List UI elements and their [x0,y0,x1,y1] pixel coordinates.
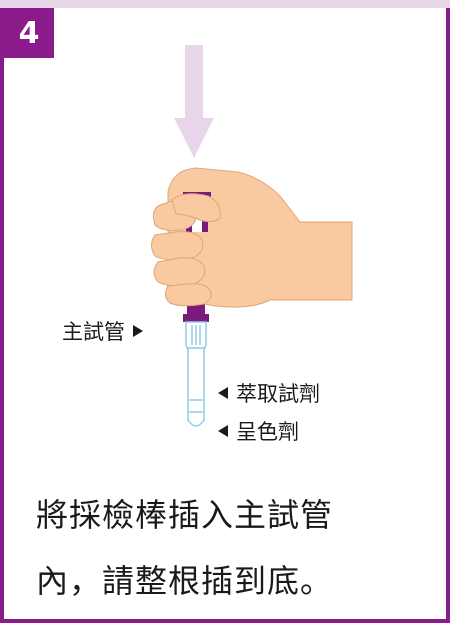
pointer-left-icon [218,387,228,399]
extraction-reagent-label: 萃取試劑 [218,378,320,408]
main-tube-icon [183,300,209,427]
main-tube-label: 主試管 [62,316,143,346]
step-number-badge: 4 [4,8,54,58]
pointer-right-icon [133,325,143,337]
color-reagent-label: 呈色劑 [218,416,299,446]
instruction-line-1: 將採檢棒插入主試管 [36,496,334,534]
extraction-reagent-label-text: 萃取試劑 [236,382,320,406]
instruction-text: 將採檢棒插入主試管 內，請整根插到底。 [36,482,426,614]
main-tube-label-text: 主試管 [62,320,125,344]
down-arrow-icon [174,45,214,158]
color-reagent-label-text: 呈色劑 [236,420,299,444]
instruction-line-2: 內，請整根插到底。 [36,562,334,600]
hand-icon [151,167,353,308]
pointer-left-icon [218,425,228,437]
top-band [0,0,450,8]
